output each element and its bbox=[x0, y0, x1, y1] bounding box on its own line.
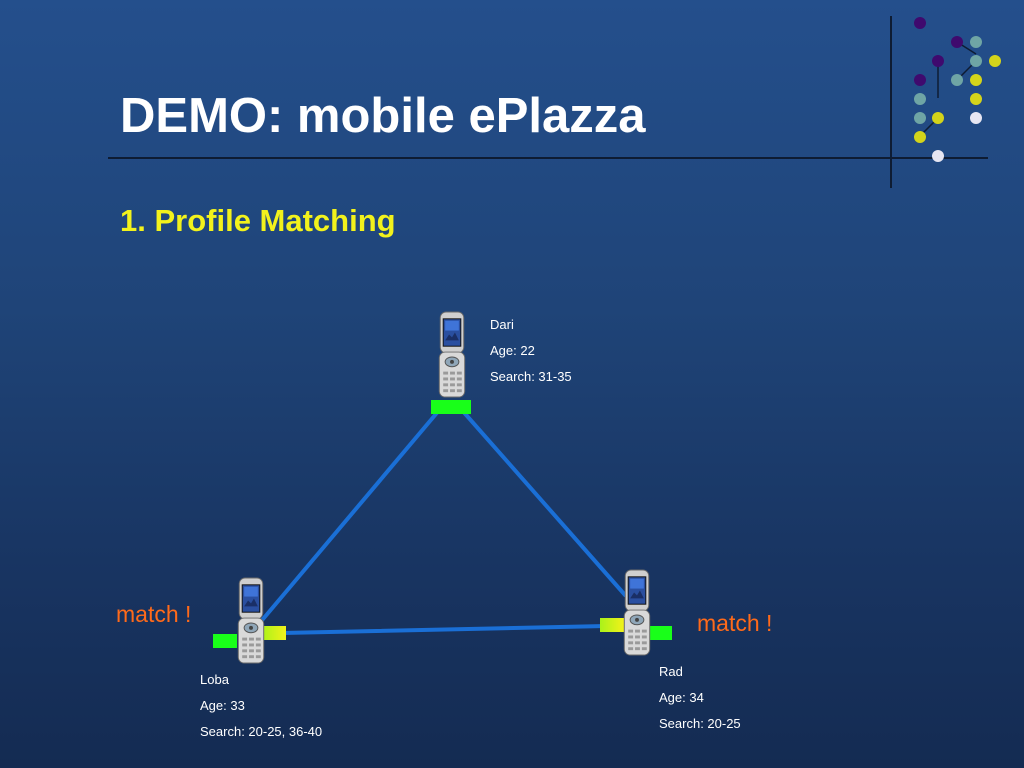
mobile-phone-icon bbox=[438, 311, 466, 398]
user-age: Age: 33 bbox=[200, 698, 245, 713]
user-age: Age: 22 bbox=[490, 343, 535, 358]
connection-dari-rad bbox=[458, 406, 627, 597]
match-label-right: match ! bbox=[697, 610, 773, 636]
user-name: Loba bbox=[200, 672, 229, 687]
user-search: Search: 31-35 bbox=[490, 369, 572, 384]
user-search: Search: 20-25, 36-40 bbox=[200, 724, 323, 739]
user-age: Age: 34 bbox=[659, 690, 704, 705]
user-search: Search: 20-25 bbox=[659, 716, 741, 731]
user-name: Rad bbox=[659, 664, 683, 679]
section-heading: 1. Profile Matching bbox=[120, 203, 396, 238]
mobile-phone-icon bbox=[237, 577, 265, 664]
connection-dari-loba bbox=[256, 406, 443, 627]
title-vertical-rule bbox=[890, 16, 892, 188]
user-info-rad: Rad Age: 34 Search: 20-25 bbox=[659, 659, 741, 737]
slide-title: DEMO: mobile ePlazza bbox=[120, 89, 646, 143]
match-label-left: match ! bbox=[116, 601, 192, 627]
node-marker-dari bbox=[431, 400, 471, 414]
mobile-phone-icon bbox=[623, 569, 651, 656]
node-marker-loba-right bbox=[262, 626, 286, 640]
connection-lines bbox=[256, 406, 627, 635]
decorative-dot-cluster bbox=[914, 17, 1001, 162]
user-name: Dari bbox=[490, 317, 514, 332]
connection-loba-rad bbox=[280, 624, 608, 635]
title-underline bbox=[108, 157, 988, 159]
user-info-loba: Loba Age: 33 Search: 20-25, 36-40 bbox=[200, 667, 322, 745]
node-marker-rad-left bbox=[600, 618, 624, 632]
node-marker-loba-left bbox=[213, 634, 237, 648]
node-marker-rad-right bbox=[648, 626, 672, 640]
user-info-dari: Dari Age: 22 Search: 31-35 bbox=[490, 312, 572, 390]
